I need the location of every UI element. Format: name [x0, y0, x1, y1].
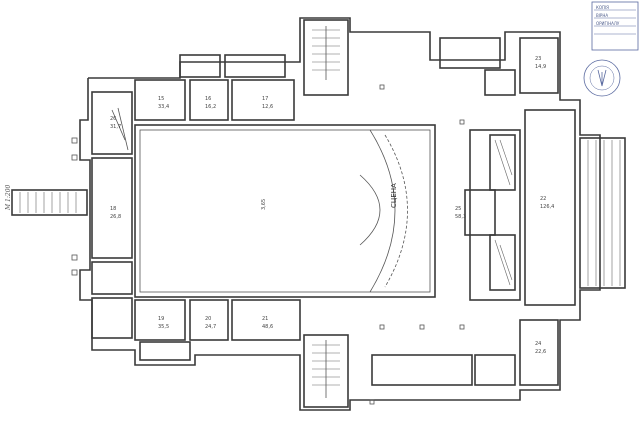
room-area: 24,7	[205, 324, 216, 330]
room-area: 35,5	[158, 324, 169, 330]
scale-note: М 1:200	[5, 184, 12, 211]
room-area: 16,2	[205, 104, 216, 110]
room-area: 12,6	[262, 104, 273, 110]
room-area: 126,4	[540, 204, 554, 210]
room-number: 19	[158, 316, 164, 322]
top-stair-tower	[303, 19, 349, 96]
room-number: 18	[110, 206, 116, 212]
room-number: 24	[535, 341, 541, 347]
right-steps	[579, 137, 626, 289]
top-rooms	[134, 54, 295, 121]
room-area: 26,8	[110, 214, 121, 220]
room-number: 25	[455, 206, 461, 212]
room-number: 22	[540, 196, 546, 202]
room-area: 22,6	[535, 349, 546, 355]
room-number: 17	[262, 96, 268, 102]
right-rooms	[371, 37, 576, 386]
room-number: 26	[110, 116, 116, 122]
room-number: 23	[535, 56, 541, 62]
right-stage-block	[464, 129, 521, 301]
stage-label: СЦЕНА	[390, 183, 398, 208]
stamp-line: КОПІЯ	[596, 5, 609, 10]
bottom-rooms	[134, 299, 301, 361]
room-number: 15	[158, 96, 164, 102]
main-hall	[134, 124, 436, 298]
columns	[71, 84, 465, 405]
room-area: 48,6	[262, 324, 273, 330]
room-area: 31,7	[110, 124, 121, 130]
room-number: 16	[205, 96, 211, 102]
stamp-line: ОРИГІНАЛУ	[596, 21, 620, 26]
official-stamp: КОПІЯ ВІРНА ОРИГІНАЛУ	[583, 1, 639, 97]
room-number: 21	[262, 316, 268, 322]
left-stair	[11, 189, 88, 216]
bottom-stair-tower	[303, 334, 349, 408]
room-area: 33,4	[158, 104, 169, 110]
outer-wall	[79, 17, 601, 411]
room-number: 20	[205, 316, 211, 322]
room-area: 58,3	[455, 214, 466, 220]
stamp-line: ВІРНА	[596, 13, 608, 18]
hall-area: 3,65	[261, 199, 267, 210]
left-rooms	[91, 91, 133, 339]
room-area: 14,9	[535, 64, 546, 70]
